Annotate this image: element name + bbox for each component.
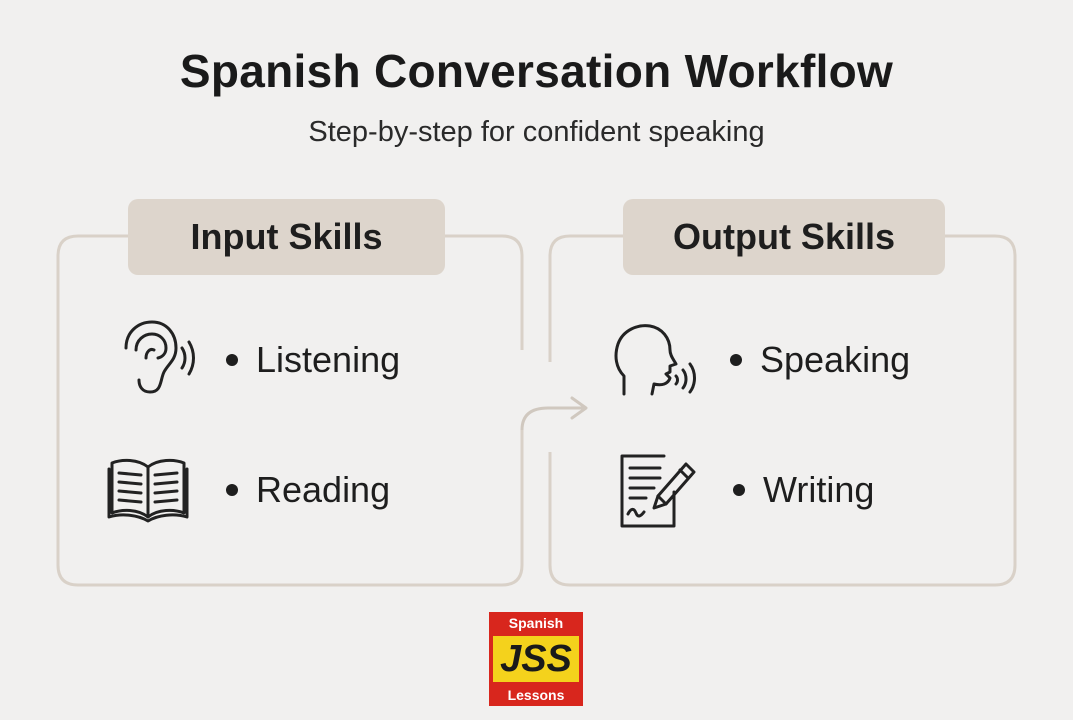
writing-item: Writing bbox=[733, 465, 874, 515]
flow-arrow bbox=[520, 406, 585, 431]
bullet-icon bbox=[226, 354, 238, 366]
logo-top-text: Spanish bbox=[508, 615, 564, 631]
diagram-subtitle: Step-by-step for confident speaking bbox=[308, 116, 765, 148]
flow-arrow-head bbox=[570, 396, 588, 420]
reading-item: Reading bbox=[226, 465, 390, 515]
bullet-icon bbox=[226, 484, 238, 496]
bullet-icon bbox=[733, 484, 745, 496]
diagram-title: Spanish Conversation Workflow bbox=[179, 45, 894, 97]
reading-label: Reading bbox=[256, 469, 391, 510]
input-skills-heading: Input Skills bbox=[128, 199, 445, 275]
logo-middle-text: JSS bbox=[493, 636, 579, 682]
input-panel-border-top-right bbox=[444, 234, 524, 350]
output-panel-border-rest bbox=[548, 234, 1017, 587]
bullet-icon bbox=[730, 354, 742, 366]
output-skills-heading: Output Skills bbox=[623, 199, 945, 275]
ear-icon bbox=[124, 320, 195, 394]
open-book-icon bbox=[107, 458, 189, 523]
logo-bottom-text: Lessons bbox=[507, 687, 565, 703]
speaking-head-icon bbox=[614, 324, 696, 396]
document-pencil-icon bbox=[620, 454, 696, 528]
speaking-label: Speaking bbox=[760, 339, 911, 380]
input-panel-border bbox=[56, 234, 524, 587]
jss-lessons-logo: Spanish JSS Lessons bbox=[489, 612, 583, 706]
writing-label: Writing bbox=[763, 469, 875, 510]
listening-label: Listening bbox=[256, 339, 401, 380]
listening-item: Listening bbox=[226, 335, 400, 385]
speaking-item: Speaking bbox=[730, 335, 910, 385]
output-panel-border bbox=[548, 234, 624, 362]
